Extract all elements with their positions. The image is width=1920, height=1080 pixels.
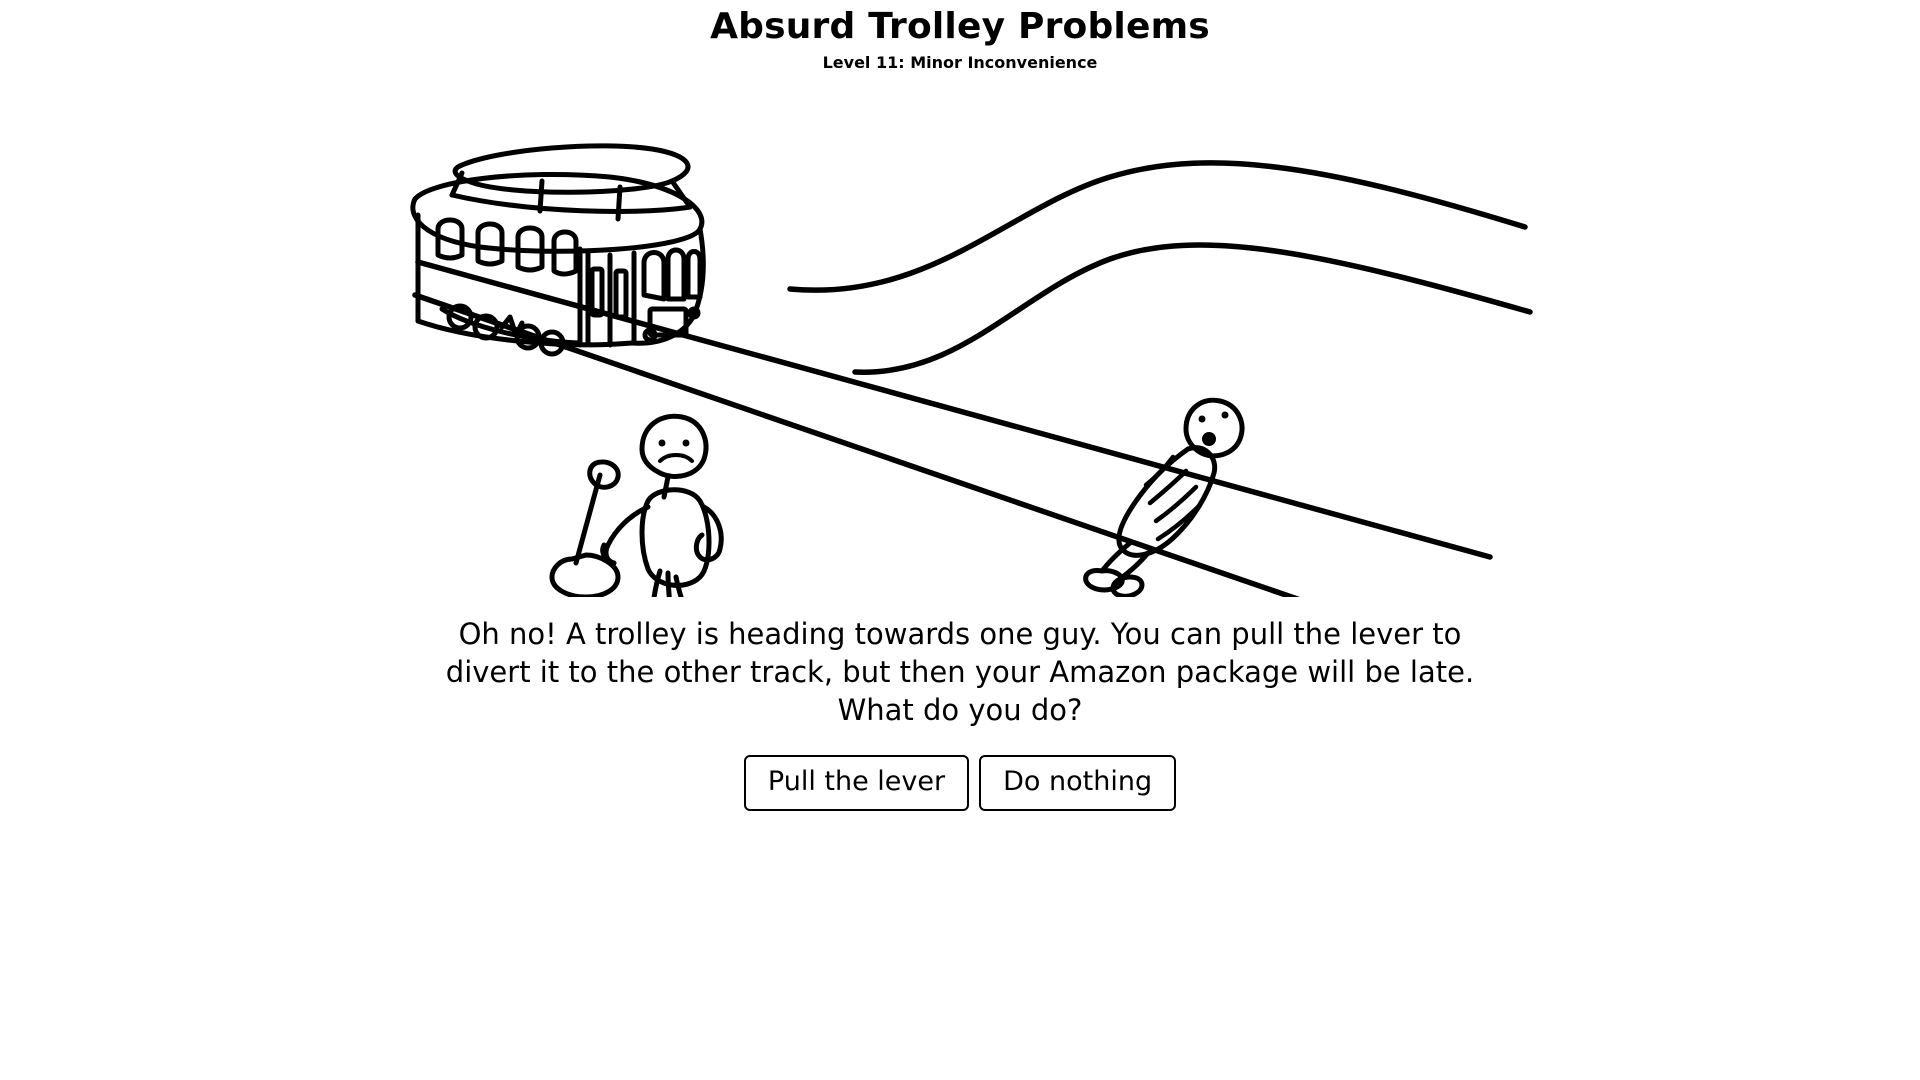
- page-title: Absurd Trolley Problems: [710, 6, 1210, 47]
- diverted-track: [787, 159, 1533, 375]
- dilemma-text: Oh no! A trolley is heading towards one …: [445, 616, 1475, 728]
- pull-the-lever-button[interactable]: Pull the lever: [743, 755, 970, 812]
- page-bottom-space: [0, 811, 1920, 1071]
- page-header: Absurd Trolley Problems Level 11: Minor …: [0, 0, 1920, 73]
- switch-lever: [549, 459, 621, 597]
- level-subtitle: Level 11: Minor Inconvenience: [822, 53, 1098, 73]
- prompt-section: Oh no! A trolley is heading towards one …: [440, 597, 1480, 812]
- scene-svg: [410, 142, 1533, 597]
- main-track: [412, 258, 1493, 597]
- trolley-illustration: [0, 77, 1920, 597]
- choice-button-group: Pull the lever Do nothing: [440, 755, 1480, 812]
- lever-operator: [600, 413, 724, 597]
- trolley: [410, 142, 706, 357]
- do-nothing-button[interactable]: Do nothing: [979, 755, 1177, 812]
- person-tied-to-tracks: [1083, 397, 1245, 597]
